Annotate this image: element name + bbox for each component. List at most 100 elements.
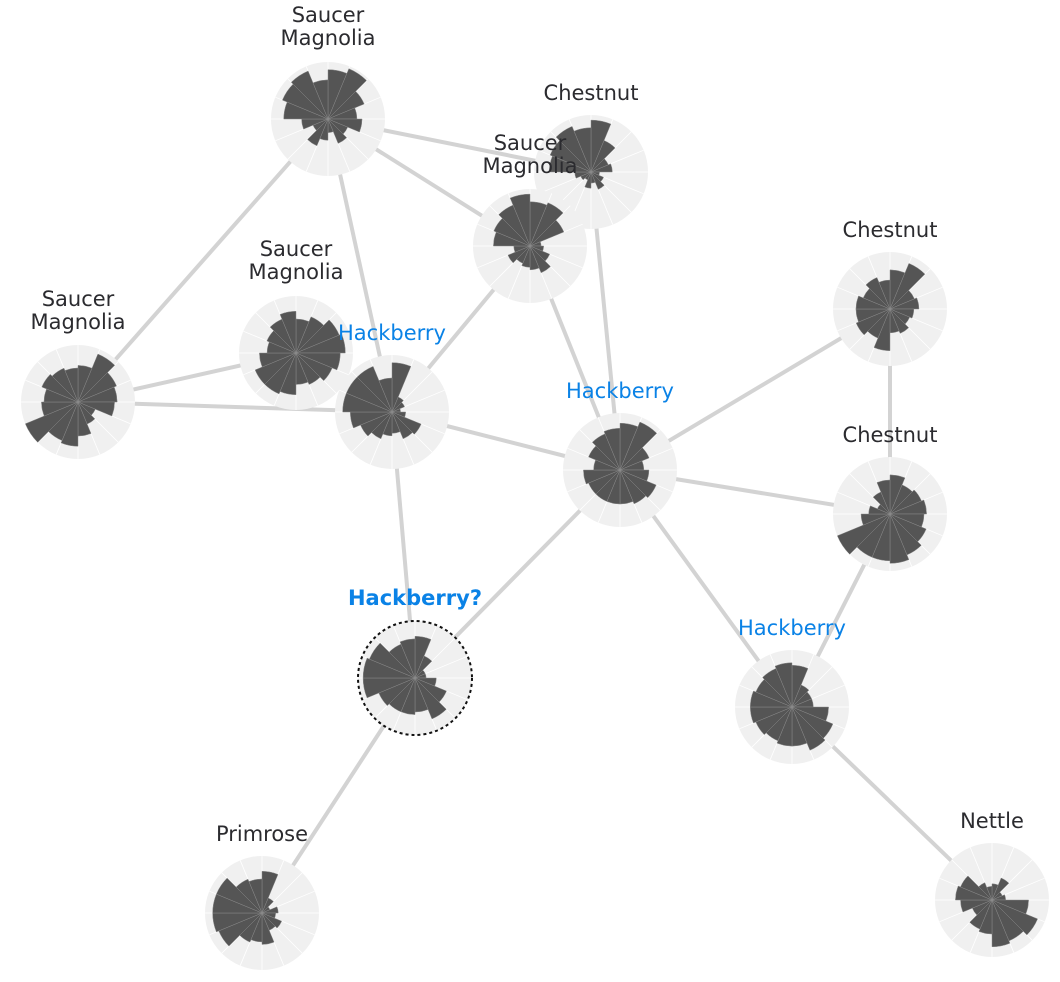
radial-wedge	[960, 875, 993, 901]
radial-wedge	[391, 396, 404, 413]
node-label-line: Chestnut	[843, 218, 938, 242]
radial-wedge	[860, 513, 891, 526]
node-label: Hackberry	[338, 321, 446, 345]
radial-wedge	[327, 90, 365, 120]
node-label-line: Magnolia	[30, 310, 125, 334]
node-label: Nettle	[960, 809, 1024, 833]
radial-wedge	[259, 352, 297, 368]
radial-wedge	[619, 447, 650, 471]
radial-wedge	[774, 662, 793, 708]
node-n7[interactable]: Hackberry	[563, 379, 677, 527]
node-label-line: Primrose	[216, 822, 308, 846]
radial-wedge	[77, 386, 118, 403]
node-n3[interactable]: Chestnut	[833, 218, 947, 366]
node-label: Hackberry	[738, 616, 846, 640]
radial-wedge	[619, 421, 658, 471]
radial-wedge	[369, 642, 416, 679]
radial-wedge	[77, 372, 117, 403]
radial-wedge	[362, 657, 416, 679]
radial-wedge	[590, 163, 613, 173]
node-label: Chestnut	[843, 423, 938, 447]
node-label: Chestnut	[843, 218, 938, 242]
node-label-line: Saucer	[494, 131, 567, 155]
radial-wedge	[590, 119, 612, 173]
node-label-line: Magnolia	[280, 26, 375, 50]
radial-wedge	[529, 245, 540, 271]
radial-wedge	[978, 882, 993, 901]
node-label-line: Saucer	[260, 237, 333, 261]
radial-wedge	[889, 513, 910, 564]
node-n11[interactable]: Primrose	[205, 822, 319, 970]
node-label-line: Hackberry	[738, 616, 846, 640]
radial-wedge	[60, 401, 79, 447]
radial-wedge	[261, 871, 279, 914]
radial-wedge	[603, 428, 621, 471]
radial-wedge	[590, 171, 605, 190]
radial-wedge	[991, 877, 1010, 901]
node-n8[interactable]: Chestnut	[833, 423, 947, 571]
radial-wedge	[391, 411, 422, 435]
node-label-line: Chestnut	[544, 81, 639, 105]
radial-wedge	[889, 297, 920, 310]
radial-wedge	[529, 219, 565, 247]
radial-wedge	[295, 352, 321, 385]
radial-wedge	[986, 886, 993, 901]
node-n12[interactable]: Nettle	[935, 809, 1049, 957]
node-n1[interactable]: Chestnut	[534, 81, 648, 229]
radial-wedge	[889, 263, 926, 310]
radial-wedge	[555, 126, 592, 173]
radial-wedge	[391, 411, 413, 440]
radial-wedge	[750, 690, 793, 708]
radial-wedge	[295, 352, 333, 382]
node-n10[interactable]: Hackberry	[735, 616, 849, 764]
radial-wedge	[991, 899, 1038, 936]
radial-wedge	[356, 366, 393, 413]
node-label-line: Hackberry	[566, 379, 674, 403]
node-n6[interactable]: Hackberry	[335, 321, 449, 469]
radial-wedge	[327, 118, 348, 144]
radial-wedge	[279, 311, 297, 354]
node-label: Hackberry?	[348, 586, 482, 610]
node-n9[interactable]: Hackberry?	[348, 586, 482, 736]
radial-wedge	[77, 353, 116, 403]
radial-wedge	[889, 308, 910, 334]
node-label-line: Saucer	[42, 287, 115, 311]
radial-wedge	[529, 202, 564, 247]
radial-wedge	[41, 373, 79, 403]
node-label-line: Hackberry	[338, 321, 446, 345]
radial-wedge	[955, 885, 993, 901]
radial-wedge	[889, 474, 906, 515]
node-label-line: Hackberry?	[348, 586, 482, 610]
node-label-line: Magnolia	[248, 260, 343, 284]
radial-wedge	[507, 245, 531, 264]
radial-wedge	[889, 499, 927, 515]
radial-wedge	[509, 193, 531, 247]
radial-wedge	[295, 333, 346, 354]
radial-wedge	[77, 401, 115, 417]
radial-wedge	[865, 277, 891, 310]
radial-wedge	[290, 70, 329, 120]
radial-wedge	[261, 897, 274, 914]
radial-wedge	[837, 513, 891, 555]
radial-wedge	[876, 479, 891, 515]
edge-n0-n5	[76, 117, 330, 404]
node-label-line: Chestnut	[843, 423, 938, 447]
radial-wedge	[414, 677, 447, 720]
radial-wedge	[573, 127, 592, 173]
radial-wedge	[414, 636, 432, 679]
node-label: Primrose	[216, 822, 308, 846]
radial-wedge	[312, 79, 329, 120]
radial-wedge	[25, 401, 79, 443]
radial-wedge	[64, 367, 79, 403]
radial-wedge	[254, 352, 297, 385]
